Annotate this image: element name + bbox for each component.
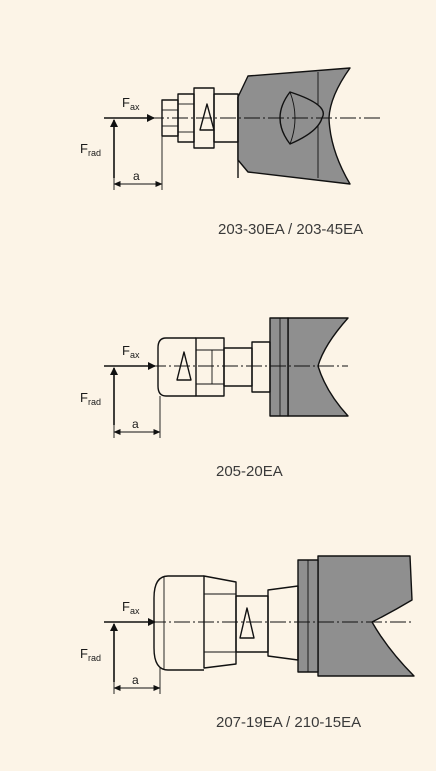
- axial-force-label-1: Fax: [122, 95, 140, 112]
- caption-2: 205-20EA: [216, 463, 283, 480]
- distance-label-2: a: [132, 417, 139, 431]
- motor-body-3: [153, 555, 415, 677]
- diagram-1: Fax Frad a 203-30EA / 203-45EA: [80, 67, 382, 238]
- axial-force-label-3: Fax: [122, 599, 140, 616]
- axial-force-label-2: Fax: [122, 343, 140, 360]
- caption-3: 207-19EA / 210-15EA: [216, 714, 361, 731]
- radial-force-label-2: Frad: [80, 390, 101, 407]
- distance-label-3: a: [132, 673, 139, 687]
- distance-label-1: a: [133, 169, 140, 183]
- radial-force-label-1: Frad: [80, 141, 101, 158]
- caption-1: 203-30EA / 203-45EA: [218, 221, 363, 238]
- motor-body-2: [157, 317, 349, 417]
- diagram-3: Fax Frad a 207-19EA / 210-15EA: [80, 555, 415, 731]
- radial-force-label-3: Frad: [80, 646, 101, 663]
- diagram-2: Fax Frad a 205-20EA: [80, 317, 349, 480]
- motor-body-1: [161, 67, 351, 185]
